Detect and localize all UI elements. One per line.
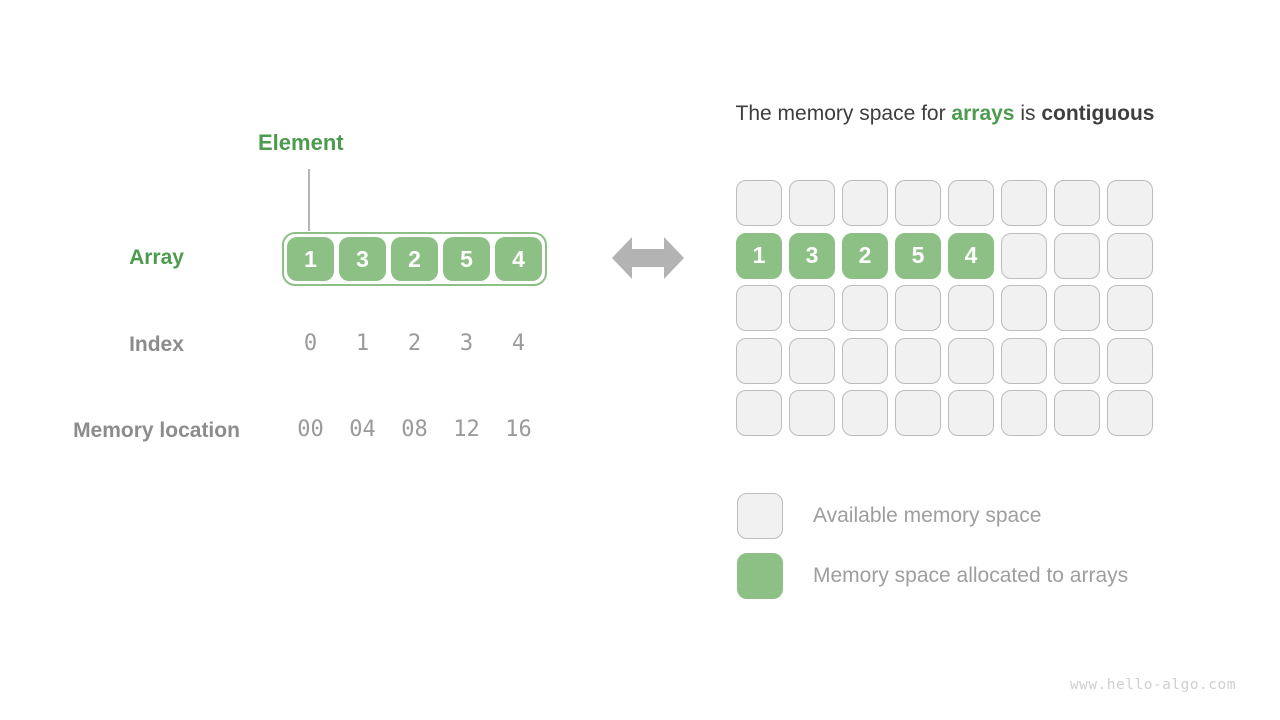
array-element-cell: 4 — [495, 237, 542, 281]
available-memory-cell — [1001, 232, 1047, 279]
memory-location-value: 12 — [453, 417, 480, 442]
memory-location-row-label: Memory location — [73, 419, 240, 442]
available-memory-cell — [948, 337, 994, 384]
available-memory-cell — [1054, 390, 1100, 436]
available-memory-cell — [895, 337, 941, 384]
available-memory-cell — [1054, 285, 1100, 331]
legend-label: Available memory space — [813, 504, 1042, 527]
available-memory-cell — [948, 285, 994, 331]
available-memory-cell — [895, 180, 941, 226]
available-memory-cell — [1054, 180, 1100, 226]
memory-space-title: The memory space for arrays is contiguou… — [640, 102, 1250, 126]
available-memory-cell — [736, 180, 782, 226]
available-memory-cell — [1107, 337, 1153, 384]
available-memory-cell — [895, 390, 941, 436]
memory-location-value: 00 — [297, 417, 324, 442]
index-values-row: 0 1 2 3 4 — [287, 331, 542, 356]
title-prefix: The memory space for — [735, 102, 952, 125]
available-memory-cell — [1001, 337, 1047, 384]
element-pointer-line — [308, 169, 310, 231]
memory-location-values-row: 00 04 08 12 16 — [287, 417, 542, 442]
available-memory-cell — [1054, 337, 1100, 384]
element-label: Element — [258, 130, 344, 155]
available-memory-cell — [1001, 390, 1047, 436]
legend-label: Memory space allocated to arrays — [813, 564, 1129, 587]
available-memory-cell — [736, 337, 782, 384]
legend-item: Available memory space — [737, 493, 1128, 539]
allocated-memory-cell: 4 — [948, 232, 994, 279]
available-memory-cell — [1001, 180, 1047, 226]
allocated-memory-cell: 2 — [842, 232, 888, 279]
available-memory-cell — [1107, 232, 1153, 279]
available-memory-cell — [1107, 180, 1153, 226]
index-value: 2 — [407, 331, 422, 356]
index-value: 3 — [459, 331, 474, 356]
available-memory-cell — [736, 285, 782, 331]
array-row-label: Array — [129, 246, 184, 269]
watermark: www.hello-algo.com — [1069, 677, 1236, 693]
available-memory-cell — [1107, 390, 1153, 436]
available-memory-cell — [895, 285, 941, 331]
allocated-memory-cell: 3 — [789, 232, 835, 279]
available-memory-cell — [842, 180, 888, 226]
available-memory-cell — [842, 337, 888, 384]
available-memory-cell — [1054, 232, 1100, 279]
available-memory-cell — [842, 285, 888, 331]
available-memory-cell — [948, 180, 994, 226]
title-middle: is — [1014, 102, 1042, 125]
memory-location-value: 08 — [401, 417, 428, 442]
array-element-cell: 5 — [443, 237, 490, 281]
available-memory-cell — [842, 390, 888, 436]
index-value: 0 — [303, 331, 318, 356]
index-value: 1 — [355, 331, 370, 356]
available-memory-cell — [948, 390, 994, 436]
allocated-memory-cell: 1 — [736, 232, 782, 279]
index-row-label: Index — [129, 333, 184, 356]
available-memory-cell — [789, 285, 835, 331]
available-memory-cell — [736, 390, 782, 436]
available-swatch — [737, 493, 783, 539]
array-element-cell: 2 — [391, 237, 438, 281]
array-element-cell: 3 — [339, 237, 386, 281]
index-value: 4 — [511, 331, 526, 356]
title-arrays-highlight: arrays — [951, 102, 1015, 125]
allocated-memory-cell: 5 — [895, 232, 941, 279]
available-memory-cell — [789, 180, 835, 226]
available-memory-cell — [1001, 285, 1047, 331]
available-memory-cell — [1107, 285, 1153, 331]
allocated-swatch — [737, 553, 783, 599]
array-element-cell: 1 — [287, 237, 334, 281]
available-memory-cell — [789, 390, 835, 436]
available-memory-cell — [789, 337, 835, 384]
legend-item: Memory space allocated to arrays — [737, 553, 1128, 599]
left-right-arrow-icon — [612, 237, 684, 284]
memory-location-value: 04 — [349, 417, 376, 442]
title-contiguous-bold: contiguous — [1041, 102, 1155, 125]
memory-location-value: 16 — [505, 417, 532, 442]
